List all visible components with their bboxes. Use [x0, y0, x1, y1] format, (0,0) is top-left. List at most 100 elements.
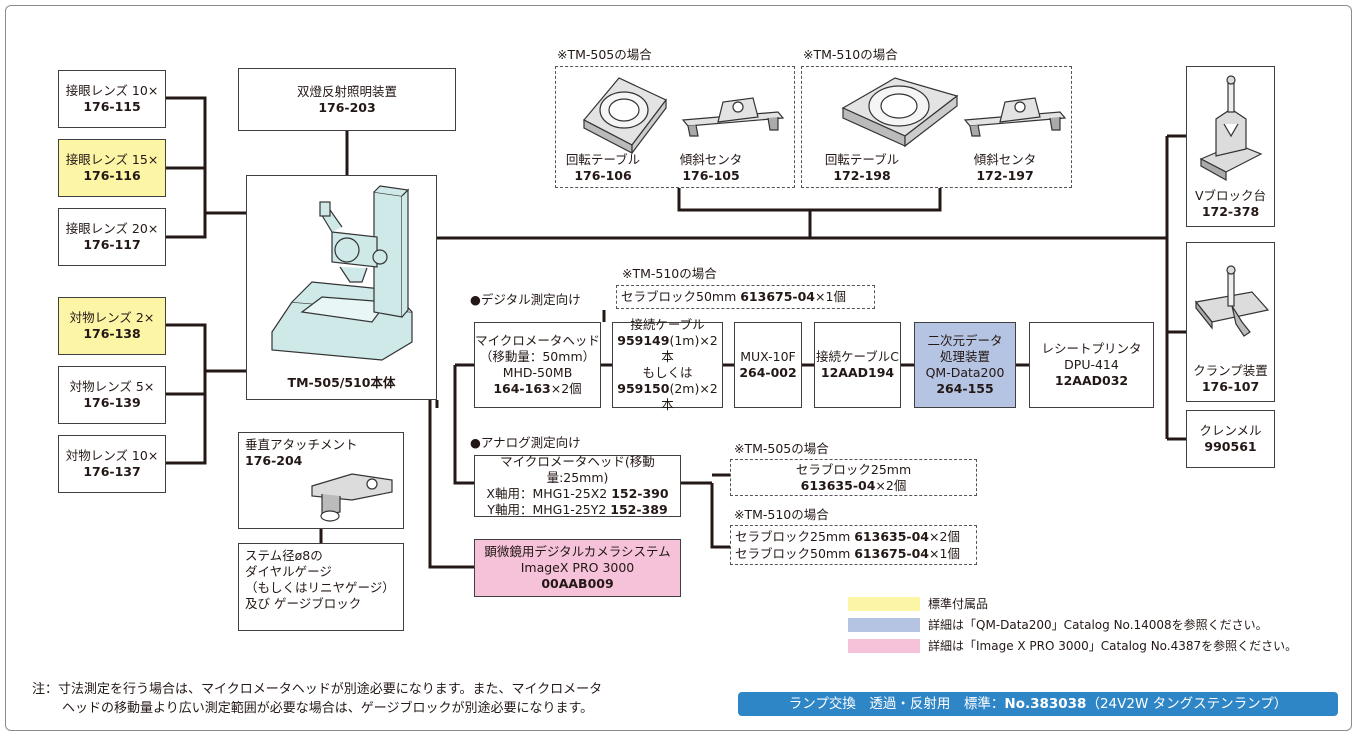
lamp-code: No.383038 [1004, 696, 1087, 712]
tm510-tilt-label: 傾斜センタ 172-197 [962, 152, 1048, 184]
vertical-attachment-code: 176-204 [245, 453, 303, 468]
legend-swatch-standard [848, 597, 920, 611]
ceramic-25-label: セラブロック25mm [735, 529, 855, 544]
lamp-suffix: （24V2W タングステンランプ） [1086, 696, 1288, 712]
qm-data-box: 二次元データ 処理装置 QM-Data200 264-155 [914, 322, 1016, 408]
rotary-table-image [583, 77, 667, 155]
digital-ceramic-note: セラブロック50mm 613675-04×1個 [616, 285, 875, 309]
rotary-code: 172-198 [833, 168, 891, 183]
printer-model: DPU-414 [1064, 357, 1119, 372]
ceramic-25-code: 613635-04 [854, 529, 930, 544]
tilt-name: 傾斜センタ [973, 152, 1037, 167]
footnote: 注：寸法測定を行う場合は、マイクロメータヘッドが別途必要になります。また、マイク… [32, 680, 602, 718]
v-block-label: Vブロック台 [1194, 188, 1267, 203]
mux-name: MUX-10F [740, 349, 796, 364]
legend-qm-text: 詳細は「QM-Data200」Catalog No.14008を参照ください。 [928, 618, 1268, 632]
qm-label-1: 二次元データ [927, 333, 1003, 348]
tm510-rotary-label: 回転テーブル 172-198 [819, 152, 905, 184]
qm-label-2: 処理装置 [939, 349, 990, 364]
objective-code: 176-139 [83, 395, 141, 410]
tilt-code: 176-105 [682, 168, 740, 183]
rotary-name: 回転テーブル [565, 152, 641, 167]
ceramic-block-label: セラブロック50mm [621, 289, 741, 304]
digital-heading: ●デジタル測定向け [470, 292, 581, 307]
eyepiece-code: 176-116 [83, 168, 141, 183]
cable-c-name: 接続ケーブルC [816, 349, 899, 364]
eyepiece-code: 176-115 [83, 99, 141, 114]
objective-code: 176-137 [83, 464, 141, 479]
vertical-attachment-image [311, 473, 393, 522]
clamp-label: クランプ装置 [1193, 363, 1268, 378]
legend-swatch-imagex [848, 639, 920, 653]
tm505-rotary-label: 回転テーブル 176-106 [562, 152, 644, 184]
cable-code-1: 959149 [617, 333, 670, 348]
printer-code: 12AAD032 [1054, 373, 1129, 388]
eyepiece-15x-box: 接眼レンズ 15× 176-116 [58, 139, 166, 197]
rotary-code: 176-106 [574, 168, 632, 183]
tilting-center-image [963, 97, 1067, 137]
mux-code: 264-002 [739, 365, 797, 380]
ceramic-block-qty: ×1個 [815, 289, 846, 304]
vertical-attachment-label: 垂直アタッチメント [245, 437, 358, 452]
y-axis-code: 152-389 [610, 502, 668, 517]
tm510-group-title: ※TM-510の場合 [803, 47, 898, 62]
ceramic-25-qty: ×2個 [875, 478, 907, 493]
eyepiece-10x-box: 接眼レンズ 10× 176-115 [58, 70, 166, 128]
qm-code: 264-155 [936, 381, 994, 396]
micrometer-head-model: MHD-50MB [502, 365, 573, 380]
objective-10x-box: 対物レンズ 10× 176-137 [58, 435, 166, 493]
legend-swatch-qm [848, 618, 920, 632]
eyepiece-label: 接眼レンズ 15× [65, 152, 159, 167]
lamp-replacement-banner: ランプ交換 透過・反射用 標準：No.383038（24V2W タングステンラン… [738, 692, 1338, 716]
cable-title: 接続ケーブル [630, 317, 705, 332]
cable-c-box: 接続ケーブルC 12AAD194 [814, 322, 901, 408]
klemmel-box: クレンメル 990561 [1186, 410, 1275, 468]
stem-line-1: ステム径ø8の [245, 548, 323, 563]
ceramic-block-code: 613675-04 [740, 289, 816, 304]
receipt-printer-box: レシートプリンタ DPU-414 12AAD032 [1029, 322, 1154, 408]
legend-standard-text: 標準付属品 [928, 597, 989, 611]
klemmel-label: クレンメル [1199, 423, 1262, 438]
ceramic-50-code: 613675-04 [854, 546, 930, 561]
illuminator-label: 双燈反射照明装置 [296, 83, 397, 99]
camera-model: ImageX PRO 3000 [520, 560, 635, 575]
eyepiece-label: 接眼レンズ 20× [65, 221, 159, 236]
connection-cable-box: 接続ケーブル 959149(1m)×2本 もしくは 959150(2m)×2本 [612, 317, 723, 412]
objective-label: 対物レンズ 5× [69, 379, 155, 394]
objective-label: 対物レンズ 2× [69, 310, 155, 325]
rotary-table-image [841, 77, 959, 148]
micrometer-head-label: マイクロメータヘッド [475, 333, 600, 348]
eyepiece-code: 176-117 [83, 237, 141, 252]
illuminator-box: 双燈反射照明装置 176-203 [238, 68, 456, 131]
qm-model: QM-Data200 [925, 365, 1005, 380]
eyepiece-20x-box: 接眼レンズ 20× 176-117 [58, 208, 166, 266]
clamp-code: 176-107 [1201, 379, 1260, 394]
stem-dial-gauge-box: ステム径ø8の ダイヤルゲージ （もしくはリニヤゲージ） 及び ゲージブロック [238, 543, 404, 631]
analog-tm510-title: ※TM-510の場合 [734, 507, 829, 522]
ceramic-25-label: セラブロック25mm [795, 462, 912, 477]
stem-line-3: （もしくはリニヤゲージ） [245, 580, 395, 595]
x-axis-code: 152-390 [611, 486, 669, 501]
illuminator-code: 176-203 [318, 99, 376, 115]
tm510-accessory-group [801, 66, 1072, 188]
eyepiece-label: 接眼レンズ 10× [65, 83, 159, 98]
analog-tm505-ceramic: セラブロック25mm 613635-04×2個 [730, 459, 977, 496]
klemmel-code: 990561 [1204, 439, 1257, 454]
cable-c-code: 12AAD194 [820, 365, 895, 380]
measuring-microscope-image [271, 185, 413, 361]
lamp-prefix: ランプ交換 透過・反射用 標準： [788, 696, 1005, 712]
cable-spec-1: (1m)×2本 [661, 333, 718, 364]
tm505-tilt-label: 傾斜センタ 176-105 [670, 152, 752, 184]
main-body-label: TM-505/510本体 [287, 375, 396, 390]
objective-label: 対物レンズ 10× [65, 448, 159, 463]
camera-system-box: 顕微鏡用デジタルカメラシステム ImageX PRO 3000 00AAB009 [474, 539, 681, 597]
rotary-name: 回転テーブル [824, 152, 900, 167]
ceramic-25-qty: ×2個 [929, 529, 960, 544]
diagram-frame [5, 5, 1352, 731]
tilt-code: 172-197 [976, 168, 1034, 183]
x-axis-label: X軸用：MHG1-25X2 [486, 486, 612, 501]
analog-tm505-title: ※TM-505の場合 [734, 441, 829, 456]
stem-line-4: 及び ゲージブロック [245, 596, 362, 611]
digital-micrometer-head-box: マイクロメータヘッド （移動量：50mm） MHD-50MB 164-163×2… [474, 322, 601, 408]
cable-code-2: 959150 [617, 381, 670, 396]
